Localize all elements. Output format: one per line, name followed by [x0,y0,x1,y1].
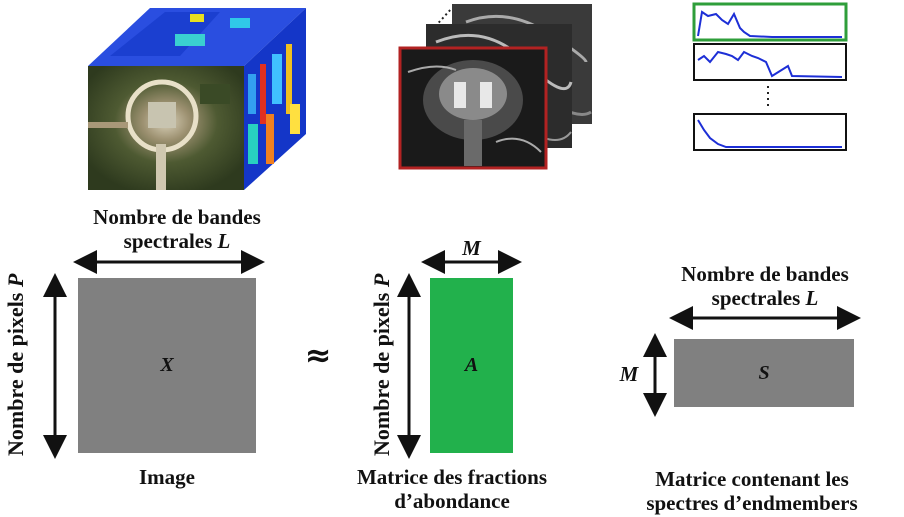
abundance-caption-line1: Matrice des fractions [356,465,548,489]
endmember-top-label-line2: spectrales L [711,286,819,310]
endmember-caption: Matrice contenant les spectres d’endmemb… [600,467,904,515]
endmember-caption-line2: spectres d’endmembers [646,491,858,515]
pixel-count-symbol: P [3,273,28,288]
abundance-top-label: M [462,236,481,260]
band-count-symbol: L [805,286,819,310]
abundance-maps-stack-icon [396,2,596,170]
hyperspectral-cube-icon [80,4,306,190]
abundance-caption: Matrice des fractions d’abondance [312,465,592,513]
abundance-side-label: Nombre de pixels P [369,273,394,456]
image-top-label-line2: spectrales L [123,229,231,253]
approx-symbol: ≈ [304,336,332,374]
endmember-top-label: Nombre de bandes spectrales L [630,262,900,310]
endmember-spectra-stack-icon [692,2,852,152]
endmember-side-label: M [619,362,639,386]
image-side-label: Nombre de pixels P [3,273,28,456]
band-count-symbol: L [217,229,231,253]
endmember-caption-line1: Matrice contenant les [655,467,849,491]
abundance-matrix-a: A [430,278,513,453]
image-top-label-line1: Nombre de bandes [93,205,261,229]
pixel-count-symbol: P [369,273,394,288]
abundance-caption-line2: d’abondance [394,489,510,513]
endmember-top-label-line1: Nombre de bandes [681,262,849,286]
endmember-matrix-s: S [674,339,854,407]
image-caption: Image [139,465,195,489]
image-top-label: Nombre de bandes spectrales L [42,205,312,253]
image-matrix-x: X [78,278,256,453]
